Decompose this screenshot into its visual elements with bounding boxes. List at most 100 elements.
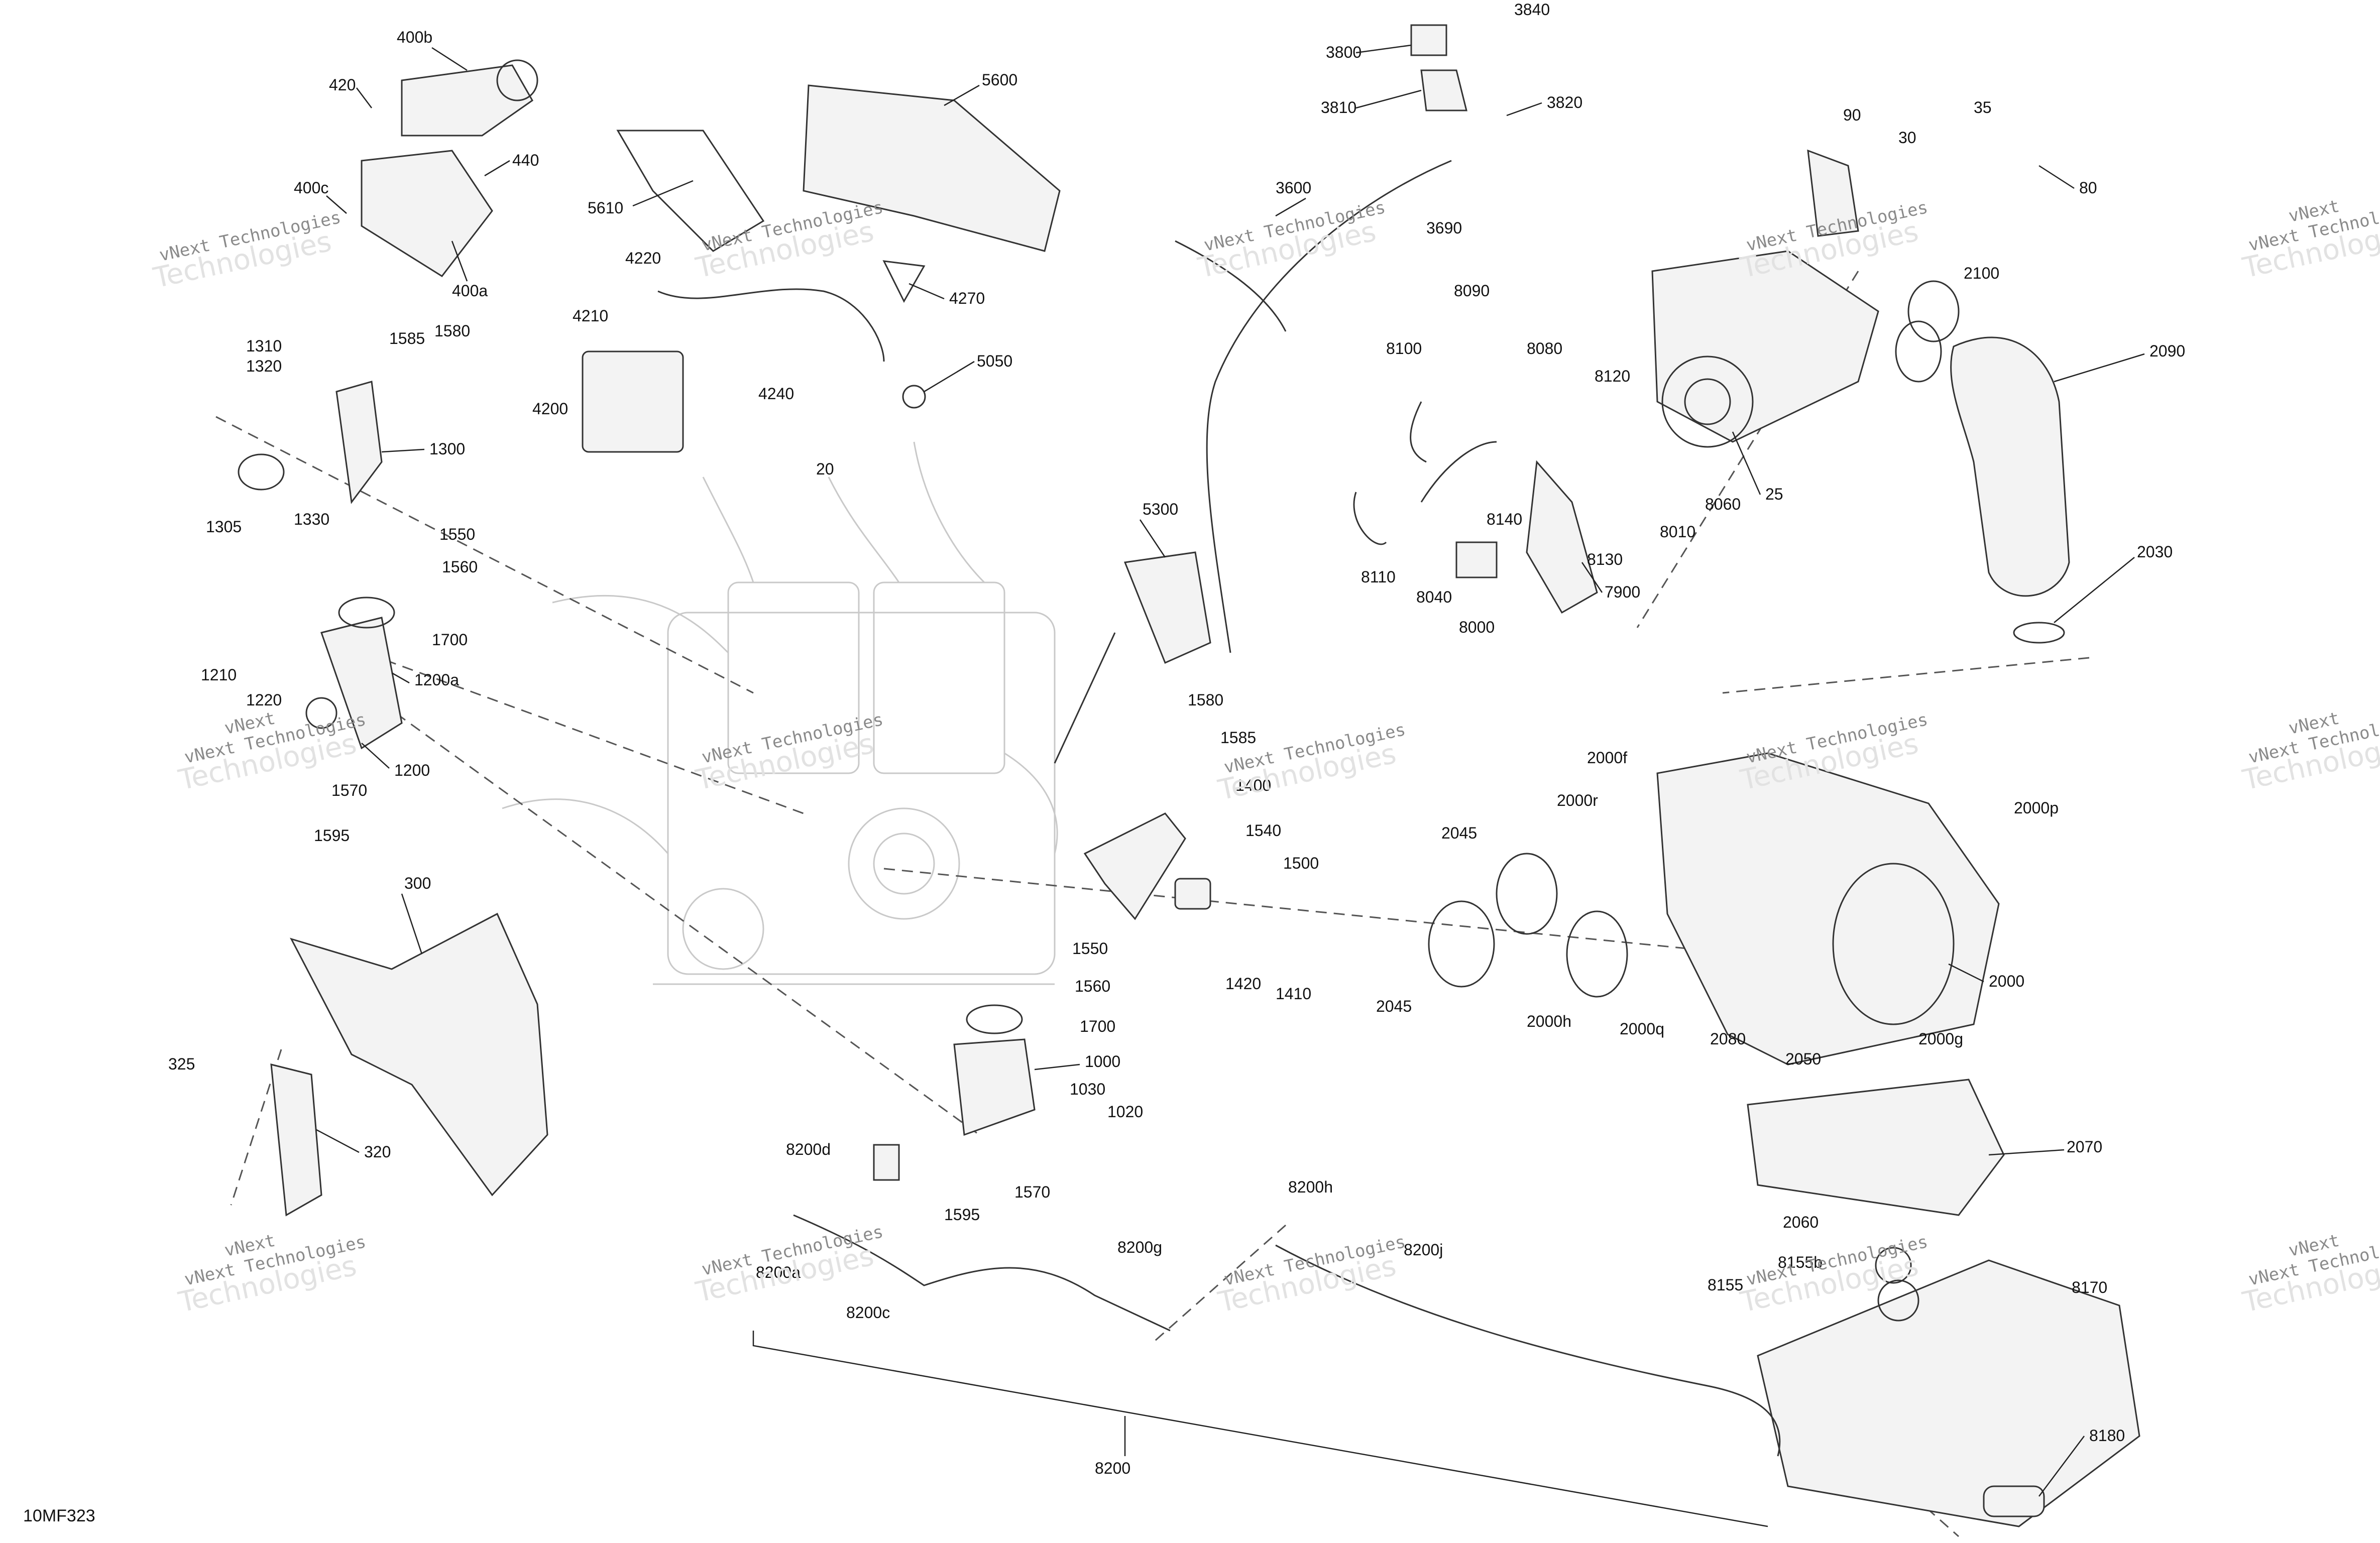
label-1570b: 1570 [1014, 1183, 1050, 1201]
label-4220: 4220 [625, 249, 661, 267]
label-8080: 8080 [1527, 339, 1562, 358]
bracket-and-hoses [1353, 401, 1598, 614]
label-2100: 2100 [1964, 264, 1999, 282]
label-3820: 3820 [1547, 93, 1582, 111]
label-4270: 4270 [949, 289, 985, 307]
label-8200g: 8200g [1117, 1238, 1162, 1256]
mount-bracket-1400 [1083, 812, 1211, 920]
label-8100: 8100 [1386, 339, 1422, 358]
intake-tube [1895, 320, 2070, 644]
label-8200h: 8200h [1288, 1178, 1333, 1196]
hose-clamps [1428, 280, 1960, 998]
label-320: 320 [364, 1143, 391, 1161]
label-2045b: 2045 [1376, 997, 1412, 1015]
label-1560: 1560 [442, 558, 478, 576]
label-400a: 400a [452, 282, 488, 300]
label-8060: 8060 [1705, 495, 1741, 513]
label-2030: 2030 [2137, 543, 2173, 561]
engine-block-ghost [502, 441, 1058, 985]
label-3600: 3600 [1276, 179, 1311, 197]
label-30: 30 [1898, 129, 1916, 147]
label-4240: 4240 [758, 385, 794, 403]
label-3800: 3800 [1326, 43, 1362, 61]
label-2080: 2080 [1710, 1030, 1746, 1048]
label-2060: 2060 [1783, 1213, 1819, 1231]
leader-lines [316, 44, 2145, 1497]
ecu-and-harness [582, 260, 926, 453]
actuator-assembly [361, 59, 538, 277]
watermark-2: vNext Technologies Technologies [693, 197, 885, 285]
label-1000: 1000 [1085, 1052, 1120, 1071]
label-8200c: 8200c [846, 1303, 890, 1322]
watermark-10: vNext vNext Technologies Technologies [2239, 708, 2380, 797]
label-440: 440 [512, 151, 539, 169]
watermark-3: vNext Technologies Technologies [1195, 197, 1387, 285]
label-5600: 5600 [982, 71, 1017, 89]
label-1540: 1540 [1245, 821, 1281, 840]
label-8180: 8180 [2089, 1427, 2125, 1445]
watermark-1: vNext Technologies Technologies [150, 207, 343, 295]
label-1700: 1700 [432, 631, 468, 649]
label-1220: 1220 [246, 691, 282, 709]
watermark-15: vNext vNext Technologies Technologies [2239, 1231, 2380, 1319]
label-1320: 1320 [246, 357, 282, 375]
label-2050: 2050 [1785, 1050, 1821, 1068]
airbox [1656, 752, 2005, 1216]
label-2000h: 2000h [1527, 1012, 1571, 1030]
sensor-harness-8200 [752, 1144, 1781, 1527]
label-35: 35 [1974, 98, 1992, 116]
label-1585b: 1585 [1220, 729, 1256, 747]
label-1210: 1210 [201, 666, 237, 684]
label-2045a: 2045 [1441, 824, 1477, 842]
label-1020: 1020 [1107, 1103, 1143, 1121]
label-8120: 8120 [1595, 367, 1630, 385]
label-8000: 8000 [1459, 618, 1495, 636]
label-4200: 4200 [532, 400, 568, 418]
label-1580: 1580 [434, 322, 470, 340]
label-2000p: 2000p [2014, 799, 2059, 817]
label-2000g: 2000g [1918, 1030, 1963, 1048]
dipstick [1054, 551, 1211, 764]
label-5300: 5300 [1143, 500, 1178, 518]
turbocharger [1651, 149, 1879, 448]
label-1550: 1550 [439, 525, 475, 543]
label-5610: 5610 [588, 199, 623, 217]
label-8200d: 8200d [786, 1140, 831, 1158]
label-3840: 3840 [1514, 1, 1550, 19]
label-1585: 1585 [389, 329, 425, 347]
label-8170: 8170 [2072, 1278, 2107, 1296]
label-8155: 8155 [1708, 1276, 1743, 1294]
label-8010: 8010 [1660, 523, 1695, 541]
watermark-7: vNext Technologies Technologies [693, 709, 885, 797]
label-400b: 400b [397, 28, 432, 46]
label-300: 300 [404, 874, 431, 892]
label-1030: 1030 [1070, 1080, 1105, 1098]
label-80: 80 [2079, 179, 2097, 197]
label-1410: 1410 [1276, 985, 1311, 1003]
label-1580b: 1580 [1188, 691, 1223, 709]
label-8155b: 8155b [1778, 1253, 1823, 1271]
label-1420: 1420 [1225, 975, 1261, 993]
label-3690: 3690 [1426, 219, 1462, 237]
label-8200: 8200 [1095, 1459, 1130, 1477]
label-25: 25 [1765, 485, 1783, 503]
reservoir-tank [1757, 1247, 2140, 1527]
label-4210: 4210 [573, 307, 608, 325]
label-1330: 1330 [294, 510, 329, 528]
label-1570: 1570 [331, 781, 367, 799]
label-420: 420 [329, 76, 356, 94]
label-1560b: 1560 [1075, 977, 1110, 995]
watermark-13: vNext Technologies Technologies [1215, 1232, 1407, 1319]
label-2090: 2090 [2149, 342, 2185, 360]
label-8130: 8130 [1587, 550, 1623, 568]
label-90: 90 [1843, 106, 1861, 124]
label-1595: 1595 [314, 826, 350, 845]
label-325: 325 [168, 1055, 195, 1073]
watermark-5: vNext vNext Technologies Technologies [2239, 196, 2380, 285]
label-5050: 5050 [977, 352, 1012, 370]
label-2070: 2070 [2067, 1138, 2102, 1156]
label-8110: 8110 [1361, 568, 1396, 586]
label-1310: 1310 [246, 337, 282, 355]
label-1700b: 1700 [1080, 1017, 1115, 1035]
label-1550b: 1550 [1072, 939, 1108, 958]
